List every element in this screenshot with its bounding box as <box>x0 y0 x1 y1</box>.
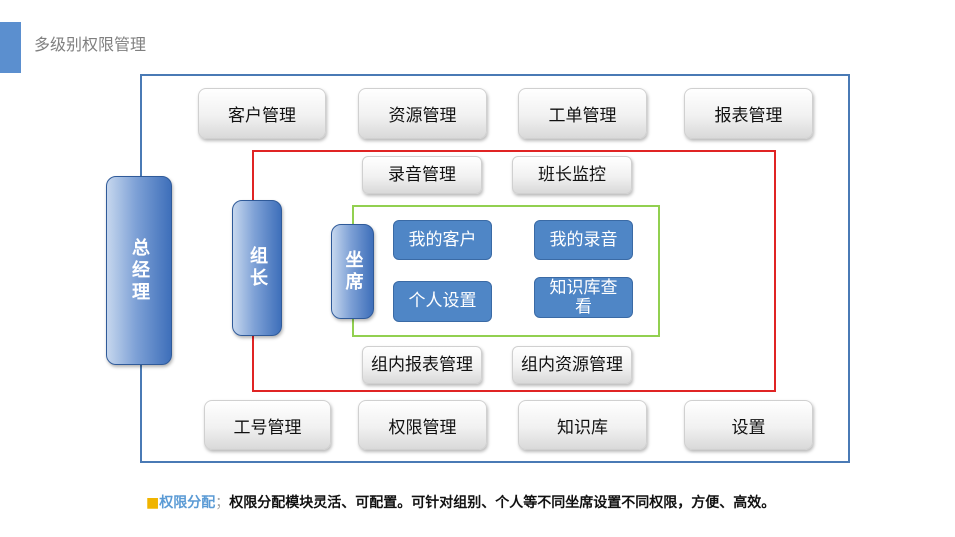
role-team-leader: 组长 <box>232 200 282 336</box>
module-recording-management[interactable]: 录音管理 <box>362 156 482 194</box>
module-settings[interactable]: 设置 <box>684 400 813 450</box>
module-group-report-management[interactable]: 组内报表管理 <box>362 346 482 384</box>
page-title: 多级别权限管理 <box>34 35 147 54</box>
footer-text: 权限分配模块灵活、可配置。可针对组别、个人等不同坐席设置不同权限，方便、高效。 <box>229 495 776 511</box>
footer-separator: ； <box>215 495 230 511</box>
module-permission-management[interactable]: 权限管理 <box>358 400 487 450</box>
module-personal-settings[interactable]: 个人设置 <box>393 281 492 322</box>
module-report-management[interactable]: 报表管理 <box>684 88 813 139</box>
module-resource-management[interactable]: 资源管理 <box>358 88 487 139</box>
role-general-manager: 总经理 <box>106 176 172 365</box>
module-group-resource-management[interactable]: 组内资源管理 <box>512 346 632 384</box>
module-supervisor-monitoring[interactable]: 班长监控 <box>512 156 632 194</box>
title-accent-bar <box>0 22 21 73</box>
module-employee-id-management[interactable]: 工号管理 <box>204 400 331 450</box>
module-knowledge-base-view[interactable]: 知识库查看 <box>534 277 633 318</box>
footer-note: ■权限分配；权限分配模块灵活、可配置。可针对组别、个人等不同坐席设置不同权限，方… <box>146 492 775 512</box>
role-agent: 坐席 <box>331 224 374 319</box>
module-customer-management[interactable]: 客户管理 <box>198 88 326 139</box>
module-my-customers[interactable]: 我的客户 <box>393 220 492 260</box>
module-work-order-management[interactable]: 工单管理 <box>518 88 647 139</box>
footer-keyword: 权限分配 <box>159 495 216 511</box>
module-knowledge-base[interactable]: 知识库 <box>518 400 647 450</box>
bullet-icon: ■ <box>146 495 160 511</box>
module-my-recordings[interactable]: 我的录音 <box>534 220 633 260</box>
